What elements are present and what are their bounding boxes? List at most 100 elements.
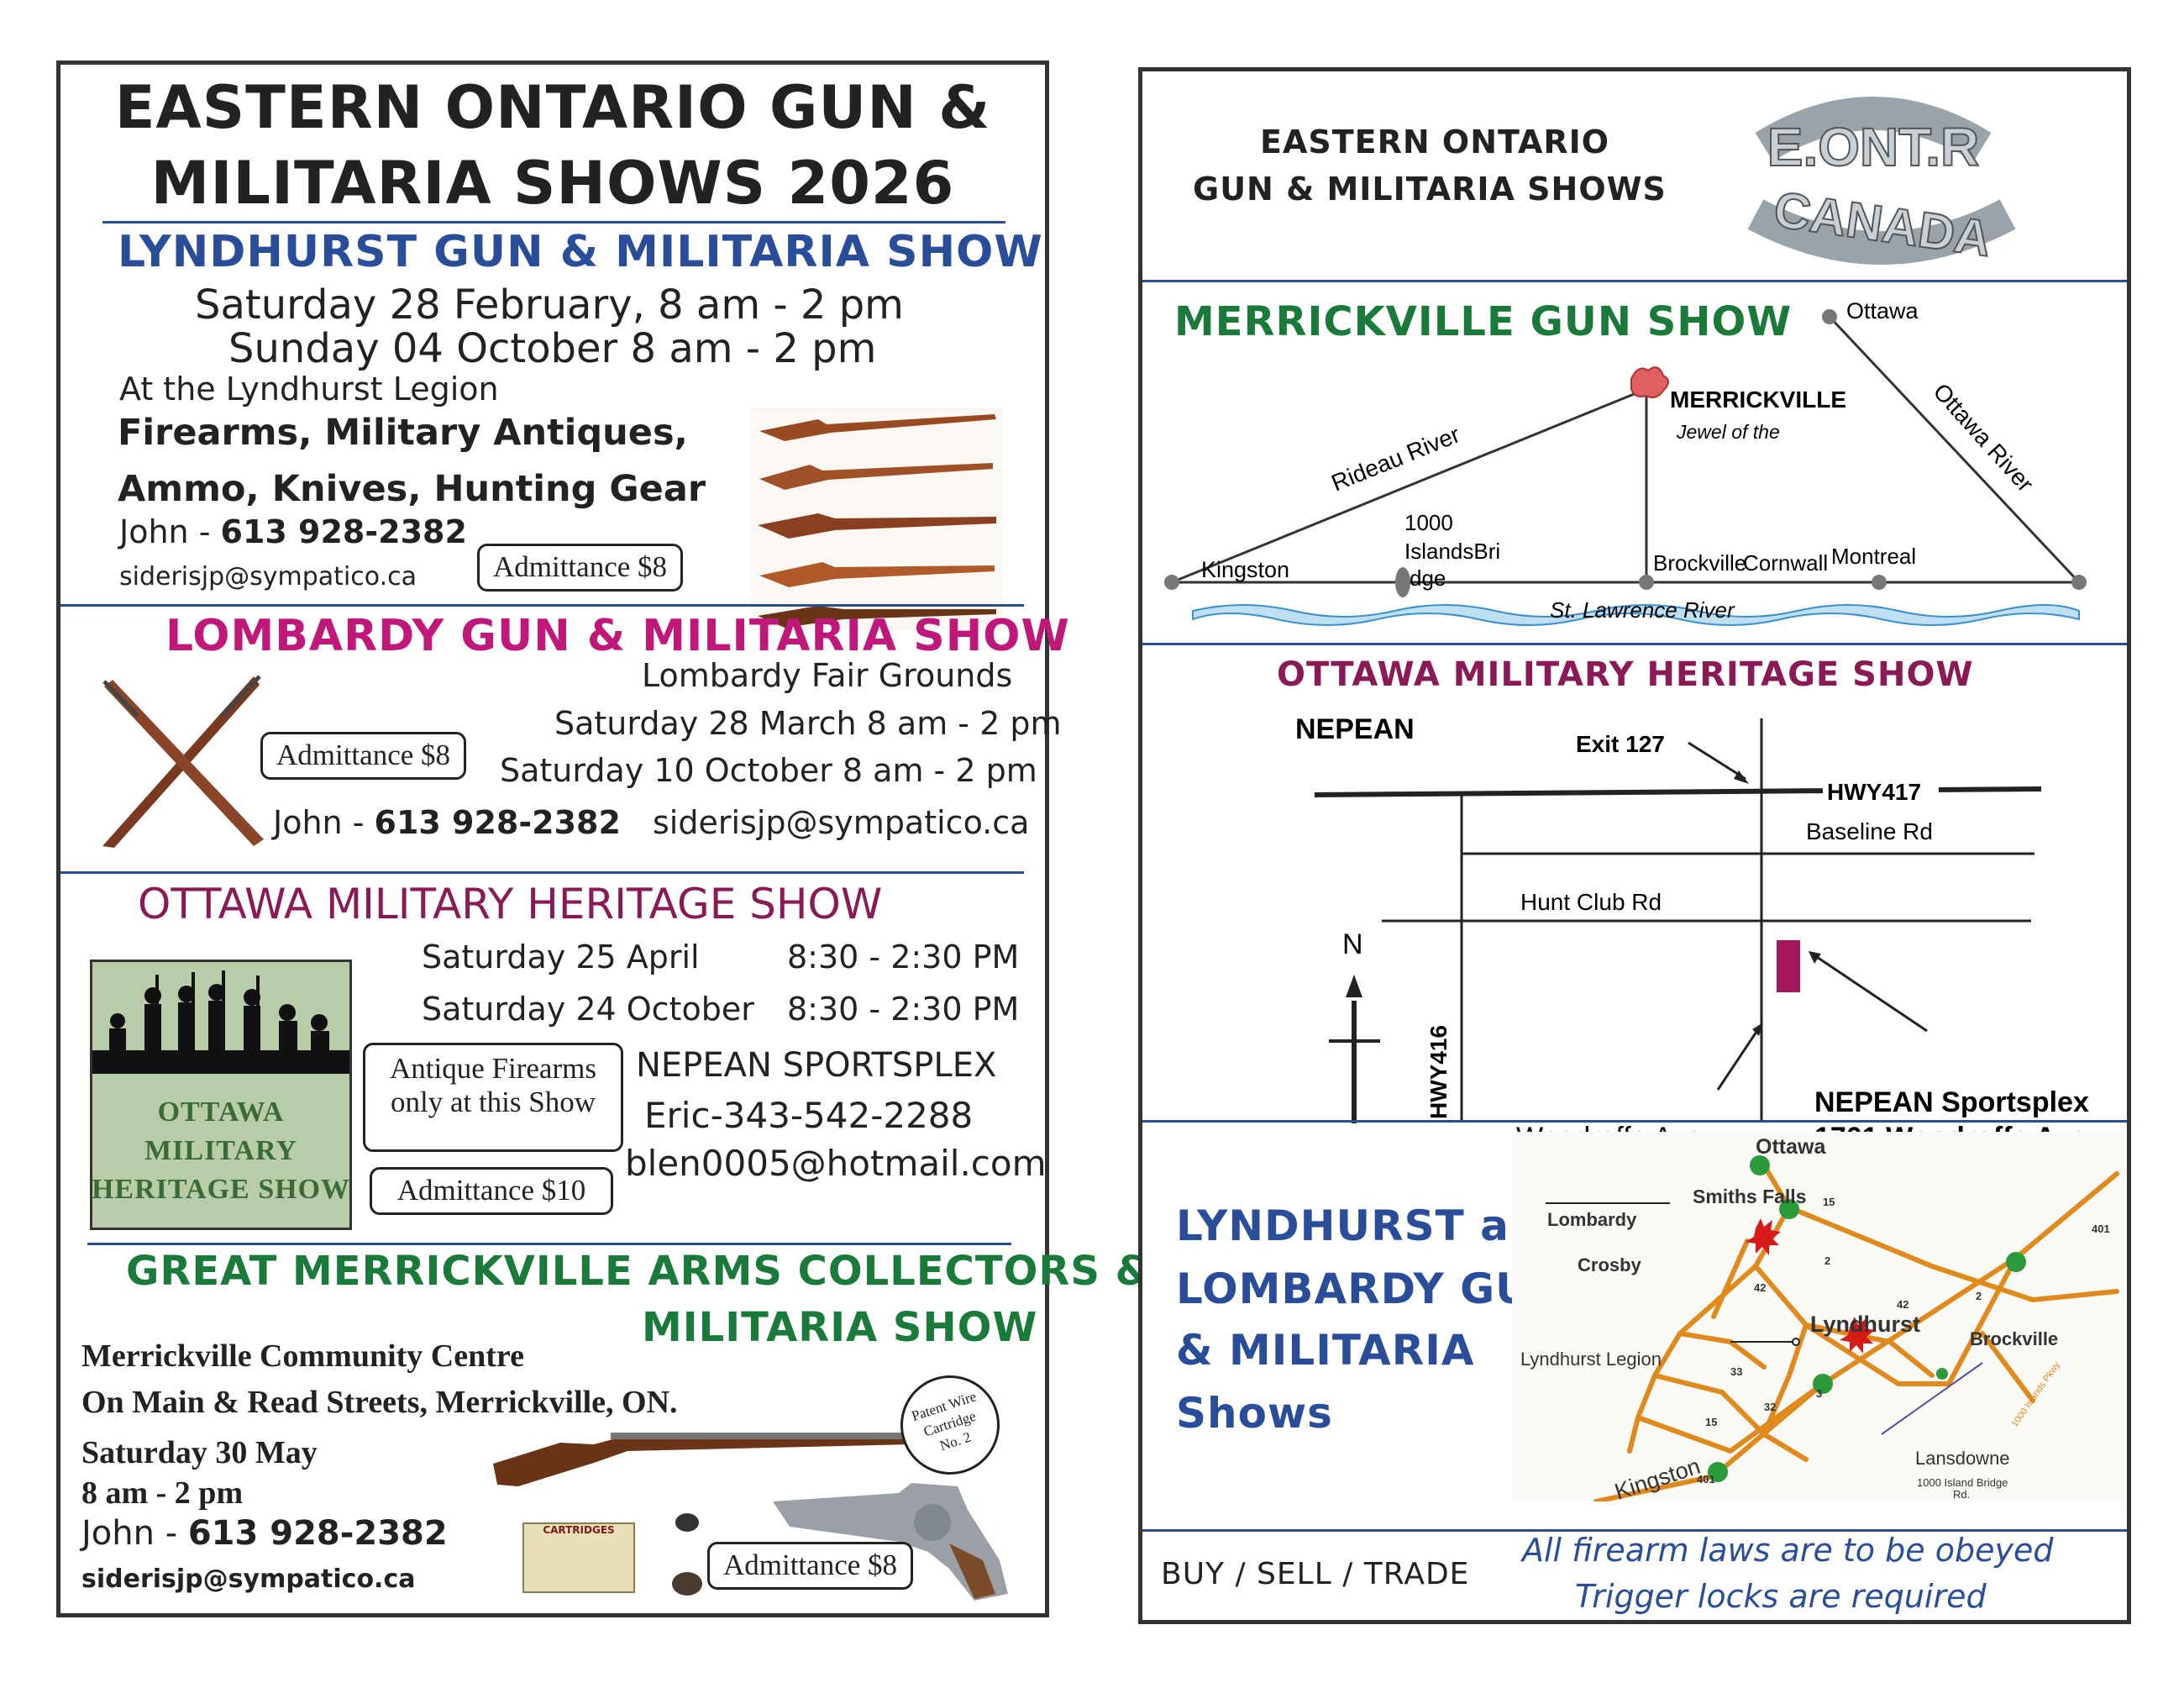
lyndhurst-admittance: Admittance $8 — [477, 544, 683, 592]
lombardy-venue: Lombardy Fair Grounds — [642, 657, 1013, 694]
route-401b: 401 — [1697, 1473, 1715, 1486]
map-jewel: Jewel of the — [1676, 421, 1780, 443]
map2-legion: Lyndhurst Legion — [1520, 1349, 1662, 1370]
lombardy-date2: Saturday 10 October 8 am - 2 pm — [500, 752, 1037, 789]
lyndhurst-map-title3: & MILITARIA — [1176, 1326, 1475, 1375]
lyndhurst-marker — [1840, 1317, 1875, 1354]
antique-firearms-note: Antique Firearms only at this Show — [363, 1043, 623, 1152]
map2-crosby: Crosby — [1578, 1254, 1642, 1275]
contact-name: John - — [81, 1514, 188, 1553]
merrickville-marker — [1630, 366, 1669, 398]
merrickville-contact: John - 613 928-2382 — [81, 1514, 448, 1553]
badge-top: E.ONT.R — [1767, 117, 1979, 177]
map-st-lawrence: St. Lawrence River — [1550, 597, 1735, 623]
lyndhurst-items1: Firearms, Military Antiques, — [118, 412, 688, 454]
divider — [1142, 643, 2127, 645]
route-2a: 2 — [1824, 1254, 1830, 1267]
ottawa-date2: Saturday 24 October — [422, 991, 754, 1028]
main-title-line1: EASTERN ONTARIO GUN & — [114, 73, 991, 142]
map-kingston: Kingston — [1201, 557, 1289, 582]
lyndhurst-road-map: 15 42 2 42 401 2 33 3 15 32 401 Ottawa S… — [1512, 1132, 2125, 1501]
merrickville-map: Ottawa MERRICKVILLE Jewel of the Rideau … — [1164, 298, 2087, 626]
ottawa-map-heading: OTTAWA MILITARY HERITAGE SHOW — [1277, 655, 1974, 694]
map2-bridge-rd1: 1000 Island Bridge — [1917, 1476, 2008, 1489]
lyndhurst-contact: John - 613 928-2382 — [119, 513, 467, 550]
rifles-image — [751, 408, 1003, 630]
contact-name: John - — [119, 513, 221, 550]
map-north: N — [1342, 928, 1363, 960]
sportsplex-marker — [1777, 940, 1800, 992]
route-42b: 42 — [1897, 1298, 1908, 1311]
map2-ottawa: Ottawa — [1756, 1135, 1826, 1159]
logo-line3: HERITAGE SHOW — [91, 1174, 351, 1205]
revolver-image — [773, 1483, 1008, 1601]
contact-phone: 613 928-2382 — [220, 513, 467, 550]
ottawa-date1: Saturday 25 April — [422, 939, 700, 975]
ottawa-venue: NEPEAN SPORTSPLEX — [636, 1046, 997, 1085]
merrickville-map-heading: MERRICKVILLE GUN SHOW — [1174, 298, 1793, 345]
lyndhurst-map-title1: LYNDHURST and — [1176, 1202, 1572, 1250]
rifle-2 — [759, 463, 993, 490]
regiment-badge: E.ONT.R CANADA — [1747, 97, 2016, 268]
north-arrow-icon — [1346, 975, 1362, 997]
lyndhurst-map-title2: LOMBARDY GUN — [1176, 1265, 1567, 1313]
route-401a: 401 — [2092, 1223, 2110, 1235]
divider — [1142, 1120, 2127, 1123]
merrickville-date: Saturday 30 May — [81, 1435, 318, 1470]
map-ottawa: Ottawa — [1846, 298, 1919, 323]
divider — [60, 604, 1024, 607]
route-42a: 42 — [1754, 1281, 1766, 1294]
contact-name: John - — [273, 804, 375, 841]
rifle-1 — [759, 414, 996, 441]
antique-line2: only at this Show — [390, 1086, 596, 1118]
contact-phone: 613 928-2382 — [187, 1514, 448, 1553]
cartridge-box-label: CARTRIDGES — [543, 1524, 615, 1536]
lombardy-date1: Saturday 28 March 8 am - 2 pm — [554, 705, 1062, 742]
lyndhurst-heading: LYNDHURST GUN & MILITARIA SHOW — [118, 227, 1043, 277]
map-baseline: Baseline Rd — [1806, 818, 1933, 844]
rifle-4 — [759, 562, 995, 587]
map-bridge2: IslandsBri — [1404, 539, 1500, 564]
map-rideau: Rideau River — [1328, 421, 1464, 496]
left-panel: EASTERN ONTARIO GUN & MILITARIA SHOWS 20… — [56, 60, 1150, 1617]
map2-lombardy: Lombardy — [1547, 1209, 1637, 1230]
antique-line1: Antique Firearms — [390, 1052, 596, 1085]
lyndhurst-date2: Sunday 04 October 8 am - 2 pm — [228, 325, 877, 372]
right-title-line2: GUN & MILITARIA SHOWS — [1193, 171, 1667, 208]
musket-image — [493, 1433, 911, 1486]
merrickville-venue1: Merrickville Community Centre — [81, 1338, 524, 1374]
lyndhurst-email: siderisjp@sympatico.ca — [119, 562, 417, 592]
map-montreal: Montreal — [1831, 544, 1916, 569]
lyndhurst-venue: At the Lyndhurst Legion — [119, 371, 499, 408]
lyndhurst-date1: Saturday 28 February, 8 am - 2 pm — [195, 281, 904, 329]
map2-smiths-falls: Smiths Falls — [1693, 1186, 1806, 1207]
map-bridge1: 1000 — [1404, 510, 1453, 535]
route-3: 3 — [1816, 1387, 1822, 1400]
map-bridge3: dge — [1410, 565, 1446, 591]
map2-bridge-rd2: Rd. — [1953, 1488, 1970, 1501]
divider — [1142, 1529, 2127, 1532]
right-title-line1: EASTERN ONTARIO — [1260, 124, 1610, 160]
firearm-laws-note: All firearm laws are to be obeyed — [1522, 1532, 2054, 1569]
map-exit: Exit 127 — [1576, 731, 1665, 757]
merrickville-venue2: On Main & Read Streets, Merrickville, ON… — [81, 1385, 678, 1420]
trigger-locks-note: Trigger locks are required — [1575, 1578, 1987, 1615]
route-2b: 2 — [1976, 1290, 1982, 1302]
lombardy-marker — [1746, 1218, 1781, 1255]
contact-phone: 613 928-2382 — [374, 804, 621, 841]
merrickville-time: 8 am - 2 pm — [81, 1475, 244, 1511]
divider — [102, 221, 1005, 223]
merrickville-admittance: Admittance $8 — [707, 1542, 913, 1590]
logo-line1: OTTAWA — [157, 1096, 285, 1128]
lombardy-admittance: Admittance $8 — [260, 732, 466, 780]
logo-line2: MILITARY — [144, 1135, 297, 1166]
divider — [60, 871, 1024, 874]
map2-lyndhurst: Lyndhurst — [1810, 1312, 1920, 1337]
map-nepean: NEPEAN — [1295, 713, 1415, 745]
ottawa-phone: Eric-343-542-2288 — [644, 1095, 974, 1136]
merrickville-heading2: MILITARIA SHOW — [642, 1304, 1038, 1351]
map-brockville: Brockville — [1653, 550, 1746, 576]
merrickville-email: siderisjp@sympatico.ca — [81, 1564, 416, 1594]
bullets-image — [672, 1513, 702, 1596]
map-huntclub: Hunt Club Rd — [1520, 889, 1662, 915]
